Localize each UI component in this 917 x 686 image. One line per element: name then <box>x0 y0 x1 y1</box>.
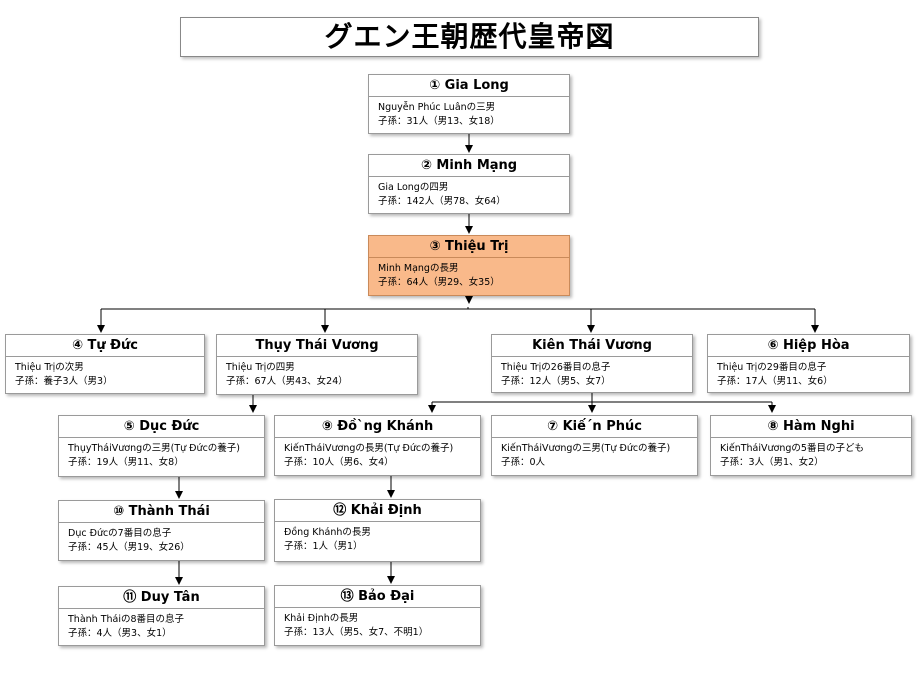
node-name: ⑪ Duy Tân <box>59 587 264 609</box>
node-desc: KiếnTháiVươngの三男(Tự Đứcの養子)子孫：0人 <box>501 443 671 468</box>
node-name: ④ Tự Đức <box>6 335 204 357</box>
node-desc: Thiệu Trịの次男子孫：養子3人（男3） <box>15 362 113 387</box>
node-duy-tan: ⑪ Duy Tân Thành Tháiの8番目の息子子孫：4人（男3、女1） <box>58 586 265 646</box>
node-desc: KiếnTháiVươngの5番目の子ども子孫：3人（男1、女2） <box>720 443 864 468</box>
node-desc: ThụyTháiVươngの三男(Tự Đứcの養子)子孫：19人（男11、女8… <box>68 443 240 468</box>
node-name: ⑨ Đồ`ng Khánh <box>275 416 480 438</box>
node-ham-nghi: ⑧ Hàm Nghi KiếnTháiVươngの5番目の子ども子孫：3人（男1… <box>710 415 912 476</box>
chart-title: グエン王朝歴代皇帝図 <box>180 17 759 57</box>
node-desc: Thiệu Trịの四男子孫：67人（男43、女24） <box>226 362 348 387</box>
node-bao-dai: ⑬ Bảo Đại Khải Địnhの長男子孫：13人（男5、女7、不明1） <box>274 585 481 646</box>
node-name: ⑦ Kiế´n Phúc <box>492 416 697 438</box>
node-name: Thụy Thái Vương <box>217 335 417 357</box>
node-name: ⑩ Thành Thái <box>59 501 264 523</box>
node-thuy-thai-vuong: Thụy Thái Vương Thiệu Trịの四男子孫：67人（男43、女… <box>216 334 418 395</box>
node-dong-khanh: ⑨ Đồ`ng Khánh KiếnTháiVươngの長男(Tự Đứcの養子… <box>274 415 481 476</box>
node-duc-duc: ⑤ Dục Đức ThụyTháiVươngの三男(Tự Đứcの養子)子孫：… <box>58 415 265 477</box>
node-name: ① Gia Long <box>369 75 569 97</box>
node-desc: Thành Tháiの8番目の息子子孫：4人（男3、女1） <box>68 614 185 639</box>
node-name: ⑤ Dục Đức <box>59 416 264 438</box>
node-thanh-thai: ⑩ Thành Thái Dục Đứcの7番目の息子子孫：45人（男19、女2… <box>58 500 265 561</box>
node-name: ⑧ Hàm Nghi <box>711 416 911 438</box>
node-desc: Thiệu Trịの29番目の息子子孫：17人（男11、女6） <box>717 362 833 387</box>
node-desc: Nguyễn Phúc Luânの三男子孫：31人（男13、女18） <box>378 102 500 127</box>
node-desc: Thiệu Trịの26番目の息子子孫：12人（男5、女7） <box>501 362 611 387</box>
node-thieu-tri: ③ Thiệu Trị Minh Mạngの長男子孫：64人（男29、女35） <box>368 235 570 296</box>
node-name: ② Minh Mạng <box>369 155 569 177</box>
node-name: ⑥ Hiệp Hòa <box>708 335 909 357</box>
node-khai-dinh: ⑫ Khải Định Đồng Khánhの長男子孫：1人（男1） <box>274 499 481 562</box>
node-desc: Gia Longの四男子孫：142人（男78、女64） <box>378 182 506 207</box>
node-kien-thai-vuong: Kiên Thái Vương Thiệu Trịの26番目の息子子孫：12人（… <box>491 334 693 393</box>
node-desc: KiếnTháiVươngの長男(Tự Đứcの養子)子孫：10人（男6、女4） <box>284 443 454 468</box>
node-desc: Dục Đứcの7番目の息子子孫：45人（男19、女26） <box>68 528 190 553</box>
node-name: ⑫ Khải Định <box>275 500 480 522</box>
node-name: Kiên Thái Vương <box>492 335 692 357</box>
node-kien-phuc: ⑦ Kiế´n Phúc KiếnTháiVươngの三男(Tự Đứcの養子)… <box>491 415 698 476</box>
node-desc: Đồng Khánhの長男子孫：1人（男1） <box>284 527 371 552</box>
node-name: ⑬ Bảo Đại <box>275 586 480 608</box>
node-desc: Khải Địnhの長男子孫：13人（男5、女7、不明1） <box>284 613 429 638</box>
node-tu-duc: ④ Tự Đức Thiệu Trịの次男子孫：養子3人（男3） <box>5 334 205 394</box>
node-hiep-hoa: ⑥ Hiệp Hòa Thiệu Trịの29番目の息子子孫：17人（男11、女… <box>707 334 910 393</box>
node-minh-mang: ② Minh Mạng Gia Longの四男子孫：142人（男78、女64） <box>368 154 570 214</box>
node-gia-long: ① Gia Long Nguyễn Phúc Luânの三男子孫：31人（男13… <box>368 74 570 134</box>
node-desc: Minh Mạngの長男子孫：64人（男29、女35） <box>378 263 500 288</box>
node-name: ③ Thiệu Trị <box>369 236 569 258</box>
